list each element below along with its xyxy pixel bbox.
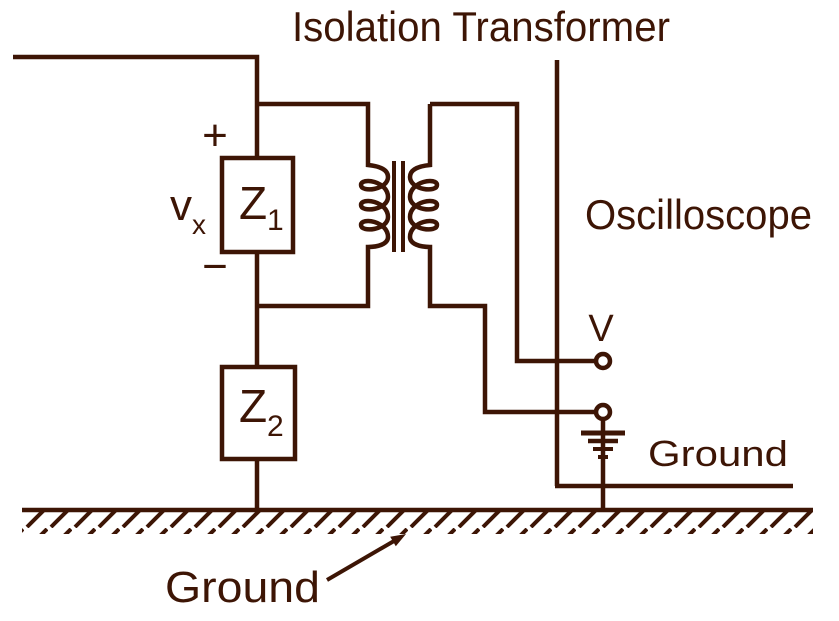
primary-loop-wire: [257, 101, 391, 309]
z2-label: Z: [239, 380, 267, 432]
plus-sign: +: [202, 111, 228, 160]
oscilloscope-label: Oscilloscope: [585, 191, 812, 238]
top-feed-wire: [13, 54, 260, 158]
ground-arrow-line: [325, 539, 396, 582]
earth-ground-hatching: [22, 512, 813, 534]
transformer-core-icon: [392, 161, 405, 252]
impedance-z1-box: [219, 155, 296, 255]
secondary-top-wire: [430, 101, 595, 364]
title: Isolation Transformer: [292, 3, 670, 50]
v-terminal: [593, 351, 613, 371]
oscilloscope-ground-label: Ground: [648, 433, 788, 474]
earth-ground-label: Ground: [165, 563, 320, 612]
z2-subscript: 2: [267, 410, 284, 443]
ground-terminal: [593, 402, 613, 422]
impedance-z2-box: [219, 364, 298, 462]
ground-arrowhead-icon: [390, 534, 406, 547]
v-terminal-label: V: [588, 308, 614, 350]
z1-label: Z: [239, 177, 267, 229]
vx-label: v: [170, 181, 192, 230]
ground-symbol-icon: [581, 419, 625, 512]
vx-subscript: x: [192, 209, 206, 240]
z1-subscript: 1: [267, 204, 284, 237]
minus-sign: −: [202, 242, 228, 291]
ground-arrow: [325, 534, 406, 582]
secondary-coil-wire: [407, 104, 596, 415]
